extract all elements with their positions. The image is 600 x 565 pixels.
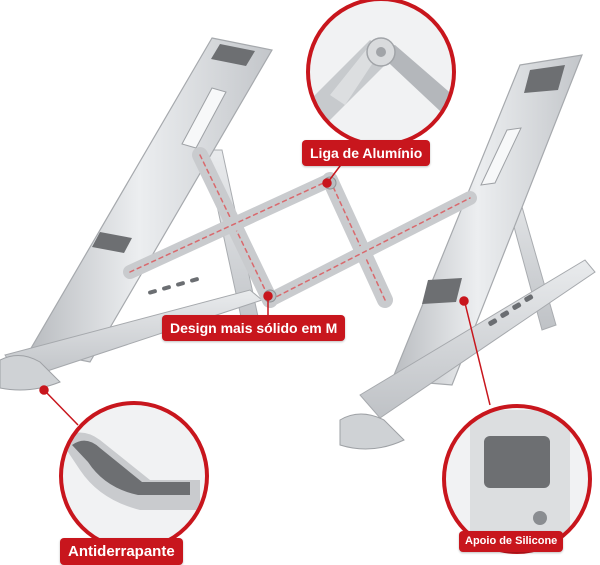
silicone-pad — [211, 44, 255, 66]
silicone-pad — [72, 440, 190, 495]
silicone-pad — [524, 65, 565, 93]
silicone-pad — [484, 436, 550, 488]
top-detail-circle — [306, 0, 456, 147]
antislip-detail-circle — [59, 401, 209, 551]
callout-silicone-support: Apoio de Silicone — [459, 531, 564, 552]
silicone-pad — [422, 278, 462, 304]
callout-m-design: Design mais sólido em M — [162, 315, 346, 341]
silicone-pad — [92, 232, 132, 253]
right-stand — [339, 54, 596, 450]
callout-antislip: Antiderrapante — [60, 538, 183, 565]
callout-aluminum-alloy: Liga de Alumínio — [302, 140, 431, 166]
left-stand — [0, 37, 273, 391]
silicone-detail-circle — [442, 404, 592, 554]
m-brace — [123, 147, 477, 308]
